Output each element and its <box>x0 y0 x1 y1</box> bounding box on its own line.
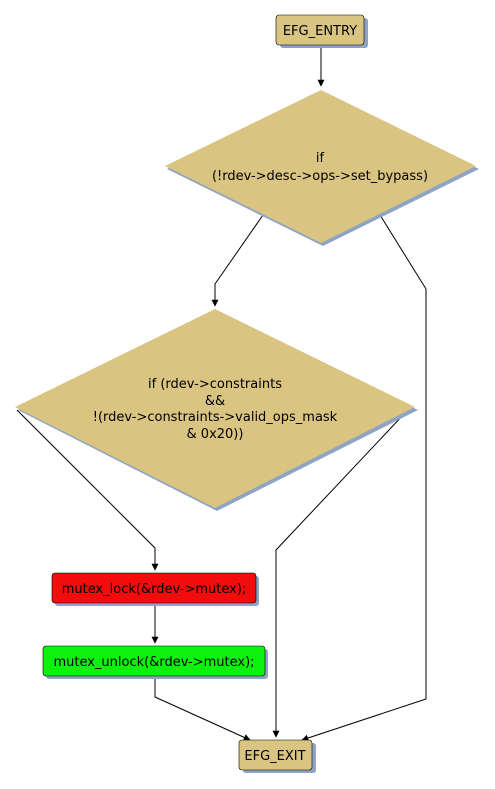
node-lock-label: mutex_lock(&rdev->mutex); <box>62 582 247 597</box>
node-cond2-line-2: && <box>205 394 225 409</box>
node-exit: EFG_EXIT <box>238 739 316 773</box>
node-lock-box <box>51 572 257 604</box>
edge-cond1-to-exit <box>301 214 427 742</box>
node-entry-label: EFG_ENTRY <box>283 24 357 39</box>
node-cond2: if (rdev->constraints && !(rdev->constra… <box>15 309 418 511</box>
edge-unlock-to-exit <box>154 678 251 741</box>
edge-cond1-to-cond2 <box>211 214 264 307</box>
node-entry: EFG_ENTRY <box>275 14 368 48</box>
node-entry-box <box>275 14 365 46</box>
node-cond2-line-3: !(rdev->constraints->valid_ops_mask <box>93 410 338 425</box>
node-cond1: if (!rdev->desc->ops->set_bypass) <box>165 90 479 246</box>
node-cond2-line-4: & 0x20)) <box>187 427 244 442</box>
node-unlock: mutex_unlock(&rdev->mutex); <box>42 645 268 679</box>
node-cond2-diamond <box>15 309 415 508</box>
edge-cond2-to-lock <box>16 409 159 571</box>
node-unlock-label: mutex_unlock(&rdev->mutex); <box>53 655 254 670</box>
edge-cond2-to-exit <box>272 412 406 738</box>
node-unlock-box <box>42 645 266 677</box>
node-cond1-diamond <box>165 90 476 243</box>
node-cond1-line-2: (!rdev->desc->ops->set_bypass) <box>212 169 428 184</box>
node-exit-label: EFG_EXIT <box>244 749 305 764</box>
node-cond1-line-1: if <box>316 151 325 166</box>
node-lock: mutex_lock(&rdev->mutex); <box>51 572 259 606</box>
node-exit-box <box>238 739 313 771</box>
node-cond2-line-1: if (rdev->constraints <box>148 377 282 392</box>
